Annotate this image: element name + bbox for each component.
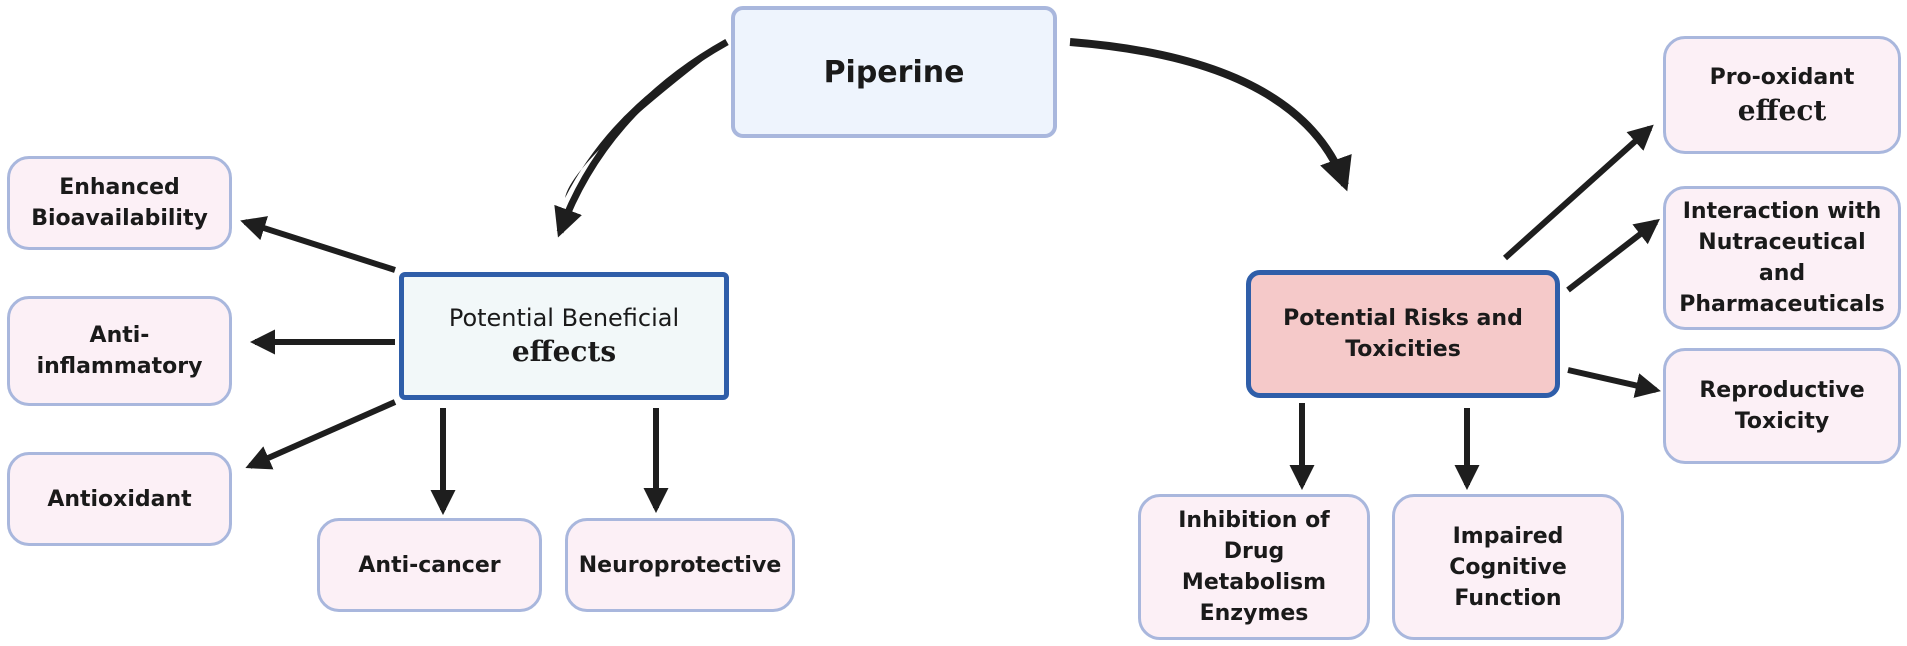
leaf-inhibition-drug-metabolism-enzymes: Inhibition of Drug Metabolism Enzymes	[1138, 494, 1370, 640]
leaf-text-line: Enhanced	[59, 175, 180, 200]
leaf-text-line: Inhibition of	[1178, 508, 1330, 533]
root-label: Piperine	[823, 54, 965, 90]
arrow-to-reproductive	[1567, 367, 1661, 398]
leaf-text-line: Anti-	[89, 323, 150, 348]
arrow-to-bioavailability	[240, 216, 396, 273]
leaf-text-line: Toxicity	[1734, 409, 1830, 434]
arrow-to-interaction	[1566, 218, 1660, 293]
hub-potential-beneficial-effects: Potential Beneficial effects	[399, 272, 729, 400]
hub-risk-label-line2: Toxicities	[1345, 337, 1461, 362]
leaf-anti-inflammatory: Anti- inflammatory	[7, 296, 232, 406]
leaf-text-line: Bioavailability	[31, 206, 208, 231]
leaf-text-line: Anti-cancer	[358, 552, 501, 578]
leaf-text-line: inflammatory	[36, 354, 203, 379]
hub-potential-risks-toxicities: Potential Risks and Toxicities	[1246, 270, 1560, 398]
leaf-anti-cancer: Anti-cancer	[317, 518, 542, 612]
leaf-interaction-nutraceutical-pharmaceuticals: Interaction with Nutraceutical and Pharm…	[1663, 186, 1901, 330]
leaf-text-line: Enzymes	[1199, 601, 1309, 626]
leaf-text-line: Interaction with	[1682, 199, 1882, 224]
arrow-to-antioxidant	[245, 399, 397, 470]
root-node-piperine: Piperine	[731, 6, 1057, 138]
leaf-reproductive-toxicity: Reproductive Toxicity	[1663, 348, 1901, 464]
leaf-enhanced-bioavailability: Enhanced Bioavailability	[7, 156, 232, 250]
leaf-text-line: Drug	[1223, 539, 1285, 564]
leaf-text-line: Reproductive	[1699, 378, 1865, 403]
arrow-to-pro-oxidant	[1502, 124, 1654, 261]
leaf-text-line: Pharmaceuticals	[1679, 292, 1885, 317]
hub-benefit-label-line1: Potential Beneficial	[448, 304, 680, 332]
leaf-impaired-cognitive-function: Impaired Cognitive Function	[1392, 494, 1624, 640]
leaf-text-line: Antioxidant	[47, 486, 192, 512]
leaf-text-line: Metabolism	[1181, 570, 1327, 595]
hub-benefit-label-line2: effects	[511, 335, 617, 368]
leaf-text-line: Nutraceutical	[1698, 230, 1866, 255]
leaf-neuroprotective: Neuroprotective	[565, 518, 795, 612]
leaf-antioxidant: Antioxidant	[7, 452, 232, 546]
leaf-text-line: Neuroprotective	[578, 552, 782, 578]
hub-risk-label-line1: Potential Risks and	[1283, 306, 1523, 331]
leaf-text-line: Pro-oxidant	[1709, 64, 1855, 90]
leaf-pro-oxidant-effect: Pro-oxidant effect	[1663, 36, 1901, 154]
arrow-root-to-risks	[1069, 38, 1352, 192]
leaf-text-line: Function	[1454, 585, 1562, 611]
leaf-text-line: Impaired	[1452, 523, 1564, 549]
leaf-text-line: and	[1758, 261, 1806, 286]
leaf-text-line: Cognitive	[1449, 554, 1567, 580]
leaf-text-line: effect	[1737, 93, 1827, 127]
arrow-root-to-benefits-stroke	[554, 38, 729, 238]
